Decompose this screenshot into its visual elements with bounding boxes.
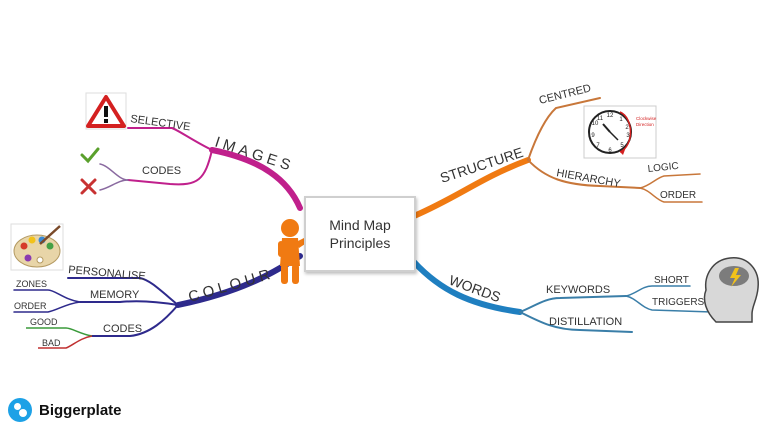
branch-images [99,127,303,211]
svg-text:12: 12 [607,113,614,119]
svg-text:1: 1 [619,117,623,123]
paint-palette-icon [10,223,64,271]
svg-text:5: 5 [620,143,624,149]
central-topic-line-2: Principles [329,235,391,251]
brand-name: Biggerplate [39,401,122,419]
structure-sub-centred: CENTRED [538,82,593,107]
svg-text:9: 9 [591,133,595,139]
colour-sub-order: ORDER [14,301,47,311]
checkmark-icon [80,147,100,164]
clock-caption-1: Clockwise [636,116,657,121]
brand-logo-icon [8,398,32,422]
clock-caption-2: Direction [636,122,654,127]
words-sub-triggers: TRIGGERS [652,297,705,308]
structure-sub-logic: LOGIC [647,161,679,175]
clock-icon: 12 12 35 6 79 10 11 Clockwise Direction [583,105,657,159]
colour-sub-good: GOOD [30,317,58,327]
central-topic: Mind Map Principles [304,196,416,272]
central-topic-line-1: Mind Map [329,217,391,233]
head-icon [703,257,759,323]
colour-sub-bad: BAD [42,338,61,348]
brand-logo[interactable]: Biggerplate [8,398,122,422]
words-sub-keywords: KEYWORDS [546,284,610,296]
svg-text:10: 10 [592,121,599,127]
images-sub-codes: CODES [142,165,181,177]
cross-icon [80,178,97,195]
svg-text:6: 6 [608,148,612,154]
images-sub-selective: SELECTIVE [130,113,192,133]
svg-text:7: 7 [596,143,600,149]
words-sub-distillation: DISTILLATION [549,316,622,328]
structure-sub-order: ORDER [660,190,696,201]
colour-sub-zones: ZONES [16,279,47,289]
words-sub-short: SHORT [654,275,689,286]
colour-sub-personalise: PERSONALISE [68,264,146,283]
svg-text:11: 11 [597,116,604,122]
colour-sub-codes: CODES [103,323,142,335]
branch-words [411,259,523,315]
warning-icon [85,92,127,130]
structure-sub-hierarchy: HIERARCHY [555,167,622,190]
colour-sub-memory: MEMORY [90,289,140,301]
svg-text:2: 2 [625,125,629,131]
branch-structure [411,157,531,219]
svg-text:3: 3 [626,133,630,139]
branch-colour-label: COLOUR [186,265,275,306]
